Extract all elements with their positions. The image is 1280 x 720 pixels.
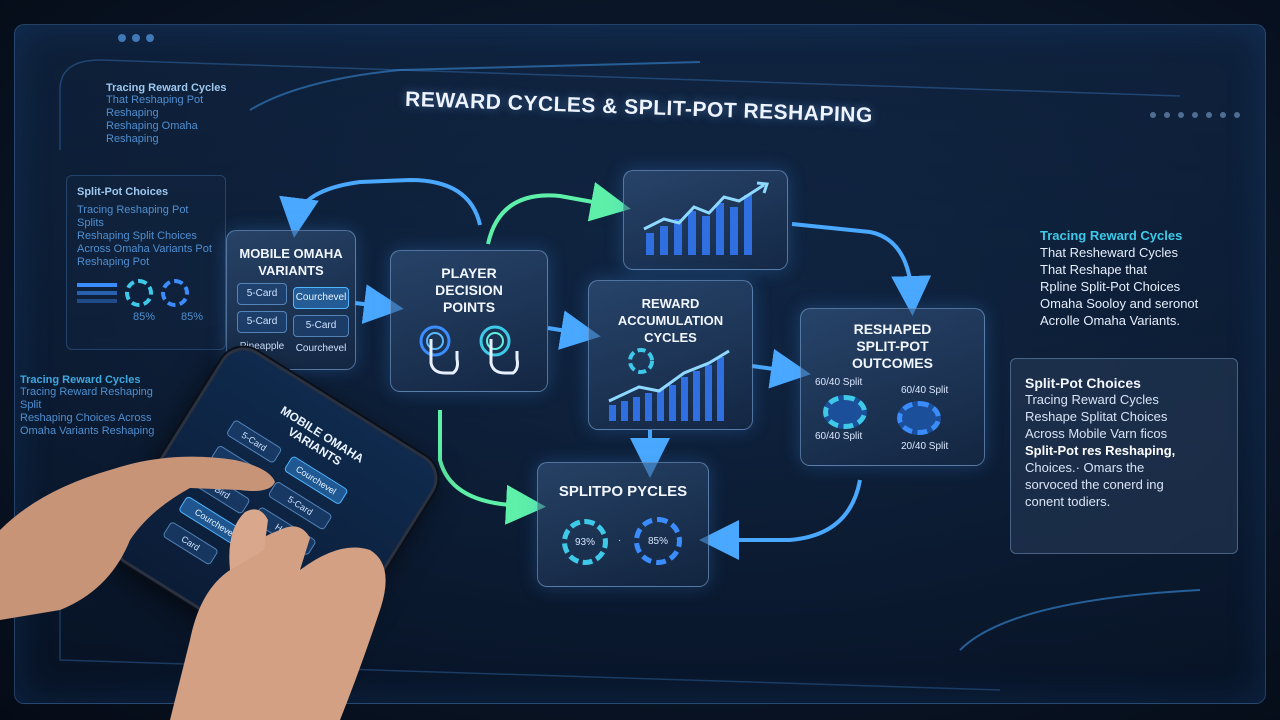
- tap-hand-icon: [419, 325, 459, 375]
- panel-line: Tracing Reward Cycles: [1025, 392, 1159, 407]
- variant-chip[interactable]: Courchevel: [295, 343, 347, 354]
- left-lower-heading: Tracing Reward Cycles: [20, 374, 141, 386]
- split-label: 60/40 Split: [815, 377, 863, 388]
- panel-line: Across Mobile Varn ficos: [1025, 426, 1168, 441]
- node-title-line: MOBILE OMAHA: [239, 246, 343, 261]
- split-pot-choices-panel: Split-Pot Choices Tracing Reward Cycles …: [1010, 358, 1238, 554]
- node-title-line: SPLITPO PYCLES: [558, 483, 688, 500]
- poker-chip-icon: [125, 279, 153, 307]
- arrow-decision-accum: [547, 310, 601, 350]
- node-title-line: CYCLES: [644, 330, 697, 345]
- node-growth-chart[interactable]: [623, 170, 788, 270]
- panel-line: Split-Pot res Reshaping,: [1025, 443, 1176, 458]
- node-title-line: RESHAPED: [853, 321, 932, 337]
- node-title-line: OUTCOMES: [852, 355, 933, 371]
- node-title-line: SPLIT-POT: [856, 338, 929, 354]
- arrow-accum-outcomes: [751, 348, 811, 389]
- arrow-to-chart: [486, 182, 631, 245]
- node-title-line: REWARD: [641, 296, 700, 311]
- hands-illustration: [0, 456, 386, 720]
- panel-line: sorvoced the conerd ing: [1025, 477, 1164, 492]
- left-chip-label: 85%: [133, 311, 156, 323]
- right-line: Omaha Sooloy and seronot: [1040, 296, 1199, 311]
- left-lower-line: Omaha Variants Reshaping: [20, 425, 155, 437]
- arrow-outcomes-cycles: [699, 479, 862, 560]
- left-sub1: That Reshaping Pot Reshaping: [106, 94, 204, 119]
- split-label: 60/40 Split: [815, 431, 863, 442]
- node-title-line: POINTS: [442, 299, 496, 315]
- variant-chip[interactable]: 5-Card: [293, 315, 349, 337]
- left-box-line: Tracing Reshaping Pot Splits: [77, 204, 189, 229]
- variant-chip[interactable]: 5-Card: [237, 311, 287, 333]
- right-hand-icon: [170, 526, 386, 720]
- tap-icons: [419, 325, 519, 375]
- left-box-line: Reshaping Pot: [77, 256, 150, 268]
- node-splitpo-pycles[interactable]: SPLITPO PYCLES 93% · 85%: [537, 462, 709, 587]
- left-box-heading: Split-Pot Choices: [77, 186, 169, 198]
- poker-chip-icon: [897, 401, 941, 435]
- node-title-line: PLAYER: [441, 265, 497, 281]
- split-label: 20/40 Split: [901, 441, 949, 452]
- arrow-loop-top: [279, 177, 482, 238]
- growth-chart-icon: [643, 181, 770, 255]
- right-text-block: Tracing Reward Cycles That Resheward Cyc…: [1040, 227, 1260, 329]
- window-dots: [118, 34, 154, 42]
- node-title-line: VARIANTS: [258, 263, 324, 278]
- split-label: 60/40 Split: [901, 385, 949, 396]
- left-chip-label: 85%: [181, 311, 204, 323]
- node-title-line: DECISION: [435, 282, 503, 298]
- left-sub2: Reshaping Omaha Reshaping: [106, 120, 198, 145]
- left-box-line: Reshaping Split Choices: [77, 230, 197, 242]
- panel-heading: Split-Pot Choices: [1025, 375, 1141, 391]
- left-choices-panel: Split-Pot Choices Tracing Reshaping Pot …: [66, 175, 226, 350]
- left-heading: Tracing Reward Cycles: [106, 82, 227, 94]
- arrow-variants-decision: [354, 284, 404, 324]
- node-reshaped-split-pot-outcomes[interactable]: RESHAPED SPLIT-POT OUTCOMES 60/40 Split …: [800, 308, 985, 466]
- right-line: That Reshape that: [1040, 262, 1147, 277]
- chip-percent: 93%: [574, 536, 595, 548]
- left-hand-icon: [0, 456, 275, 620]
- left-header: Tracing Reward Cycles That Reshaping Pot…: [106, 82, 246, 146]
- node-title-line: ACCUMULATION: [617, 313, 724, 328]
- arrow-to-outcomes: [791, 222, 932, 316]
- window-dots-right: [1150, 112, 1240, 118]
- accumulation-chart-icon: [608, 348, 730, 421]
- variant-chip[interactable]: 5-Card: [237, 283, 287, 305]
- panel-line: Choices.· Omars the: [1025, 460, 1145, 475]
- poker-chip-icon: [161, 279, 189, 307]
- right-line: Acrolle Omaha Variants.: [1040, 313, 1180, 328]
- left-box-line: Across Omaha Variants Pot: [77, 243, 212, 255]
- node-reward-accumulation-cycles[interactable]: REWARD ACCUMULATION CYCLES: [588, 280, 753, 430]
- left-lower-line: Reshaping Choices Across: [20, 412, 152, 424]
- panel-line: conent todiers.: [1025, 494, 1111, 509]
- right-line: That Resheward Cycles: [1040, 245, 1178, 260]
- right-line: Rpline Split-Pot Choices: [1040, 279, 1181, 294]
- chip-separator: ·: [618, 535, 622, 546]
- variant-chip[interactable]: Pineapple: [239, 341, 285, 352]
- poker-chip-icon: [823, 395, 867, 429]
- tap-hand-icon: [479, 325, 519, 375]
- left-lower-line: Tracing Reward Reshaping Split: [20, 386, 153, 411]
- node-player-decision-points[interactable]: PLAYER DECISION POINTS: [390, 250, 548, 392]
- arrow-phone-cycles: [438, 410, 546, 525]
- right-heading: Tracing Reward Cycles: [1040, 228, 1183, 243]
- left-lower-block: Tracing Reward Cycles Tracing Reward Res…: [20, 374, 160, 438]
- variant-chip[interactable]: Courchevel: [293, 287, 349, 309]
- panel-line: Reshape Splitat Choices: [1025, 409, 1168, 424]
- node-mobile-omaha-variants[interactable]: MOBILE OMAHA VARIANTS 5-Card Courchevel …: [226, 230, 356, 370]
- poker-chip-icon: 93%: [562, 519, 608, 565]
- chip-percent: 85%: [647, 535, 668, 547]
- poker-chip-icon: 85%: [634, 517, 682, 565]
